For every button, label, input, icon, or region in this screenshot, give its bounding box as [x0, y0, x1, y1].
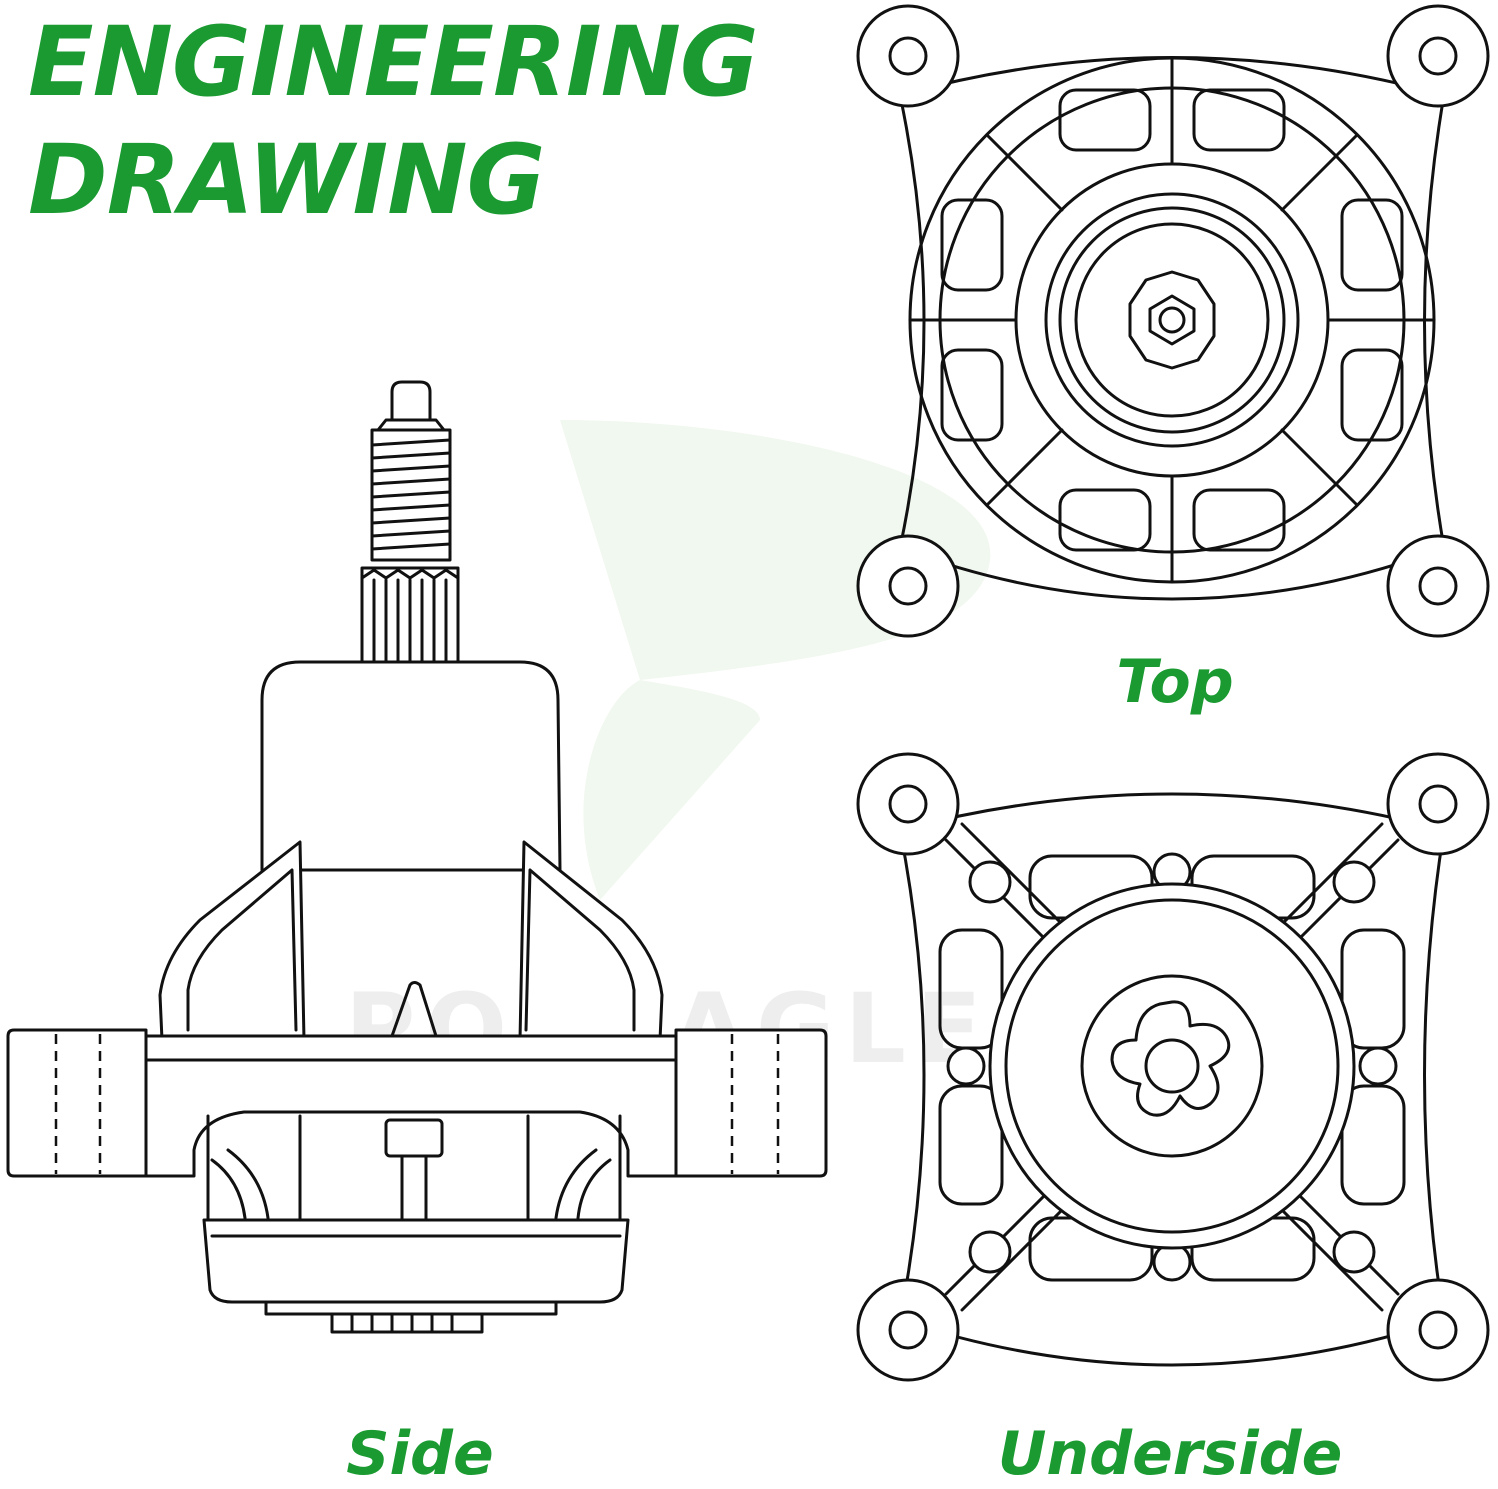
- left-rib: [158, 840, 306, 1042]
- caption-side: Side: [346, 1419, 494, 1489]
- caption-underside: Underside: [997, 1419, 1343, 1489]
- title-line-1: ENGINEERING: [28, 6, 759, 118]
- underside-view-drawing: [856, 752, 1490, 1382]
- right-mount-tab: [674, 1028, 828, 1178]
- caption-top: Top: [1116, 647, 1234, 717]
- threaded-shaft: [370, 428, 452, 562]
- hub-star: [1110, 1000, 1231, 1117]
- spindle-housing: [260, 660, 562, 872]
- bottom-pulley: [202, 1218, 630, 1304]
- grease-fitting: [390, 380, 432, 422]
- left-mount-tab: [6, 1028, 148, 1178]
- deck-plate: [144, 1034, 678, 1178]
- side-view-drawing: [6, 380, 828, 1334]
- top-view-drawing: [856, 4, 1490, 638]
- title-line-2: DRAWING: [28, 124, 545, 236]
